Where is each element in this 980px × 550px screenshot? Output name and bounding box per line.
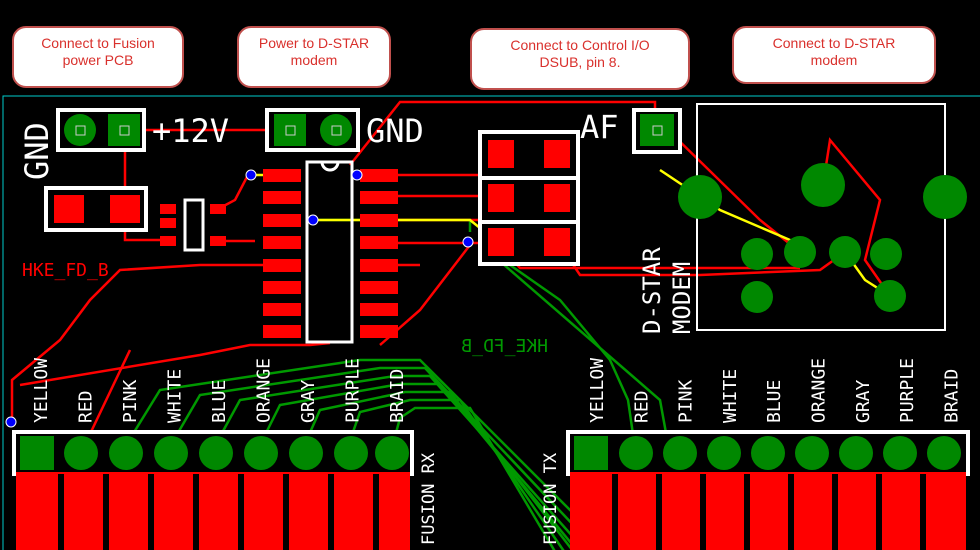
tx-wire-label-braid: BRAID xyxy=(941,369,962,423)
conn-fusion-rx xyxy=(12,430,414,550)
silk-modem-label-2: MODEM xyxy=(668,262,696,334)
top-traces xyxy=(10,100,892,456)
conn-af xyxy=(632,108,682,154)
tx-wire-label-pink: PINK xyxy=(676,379,697,423)
rx-wire-label-pink: PINK xyxy=(120,379,141,423)
tx-wire-label-red: RED xyxy=(631,390,652,423)
silk-tx-label: FUSION TX xyxy=(541,452,561,545)
part-2pad xyxy=(44,186,148,232)
rx-wire-label-white: WHITE xyxy=(165,369,186,423)
rx-wire-label-yellow: YELLOW xyxy=(31,358,52,423)
dstar-modem-footprint xyxy=(678,103,967,331)
silk-af: AF xyxy=(580,108,619,146)
rx-wire-label-gray: GRAY xyxy=(298,379,319,423)
tx-wire-label-yellow: YELLOW xyxy=(587,358,608,423)
callout-control-io: Connect to Control I/O DSUB, pin 8. xyxy=(470,28,690,90)
tx-wire-label-blue: BLUE xyxy=(764,380,785,423)
silk-rx-label: FUSION RX xyxy=(419,452,439,545)
diode xyxy=(183,198,205,252)
callout-modem-power: Power to D-STAR modem xyxy=(237,26,391,88)
silk-gnd-left: GND xyxy=(18,122,56,180)
rx-wire-labels: YELLOW RED PINK WHITE BLUE ORANGE GRAY PURPLE BR… xyxy=(31,358,408,423)
tx-wire-label-gray: GRAY xyxy=(853,379,874,423)
rx-wire-label-blue: BLUE xyxy=(209,380,230,423)
silk-modem-label-1: D-STAR xyxy=(638,247,666,334)
tx-wire-label-white: WHITE xyxy=(720,369,741,423)
conn-fusion-tx xyxy=(566,430,970,550)
silk-part-label-bottom: HKE_FD_B xyxy=(461,336,548,357)
conn-power-fusion xyxy=(56,108,146,152)
silk-plus12v: +12V xyxy=(152,112,229,150)
rx-wire-label-braid: BRAID xyxy=(387,369,408,423)
silk-gnd-right: GND xyxy=(366,112,424,150)
tx-wire-label-purple: PURPLE xyxy=(897,358,918,423)
ic-pads-left xyxy=(263,169,301,338)
ic-soic xyxy=(305,160,354,344)
rx-wire-label-orange: ORANGE xyxy=(254,358,275,423)
callout-fusion-power: Connect to Fusion power PCB xyxy=(12,26,184,88)
callout-dstar-modem: Connect to D-STAR modem xyxy=(732,26,936,84)
board-outline xyxy=(2,95,980,550)
vias xyxy=(5,169,474,428)
silk-part-label: HKE_FD_B xyxy=(22,260,109,281)
conn-6pad xyxy=(478,130,580,266)
rx-wire-label-red: RED xyxy=(76,390,97,423)
conn-power-modem xyxy=(265,108,360,152)
smd-pads-small xyxy=(160,204,226,246)
ic-pads-right xyxy=(360,169,398,338)
tx-wire-label-orange: ORANGE xyxy=(809,358,830,423)
tx-wire-labels: YELLOW RED PINK WHITE BLUE ORANGE GRAY PURPLE BR… xyxy=(587,358,962,423)
rx-wire-label-purple: PURPLE xyxy=(343,358,364,423)
